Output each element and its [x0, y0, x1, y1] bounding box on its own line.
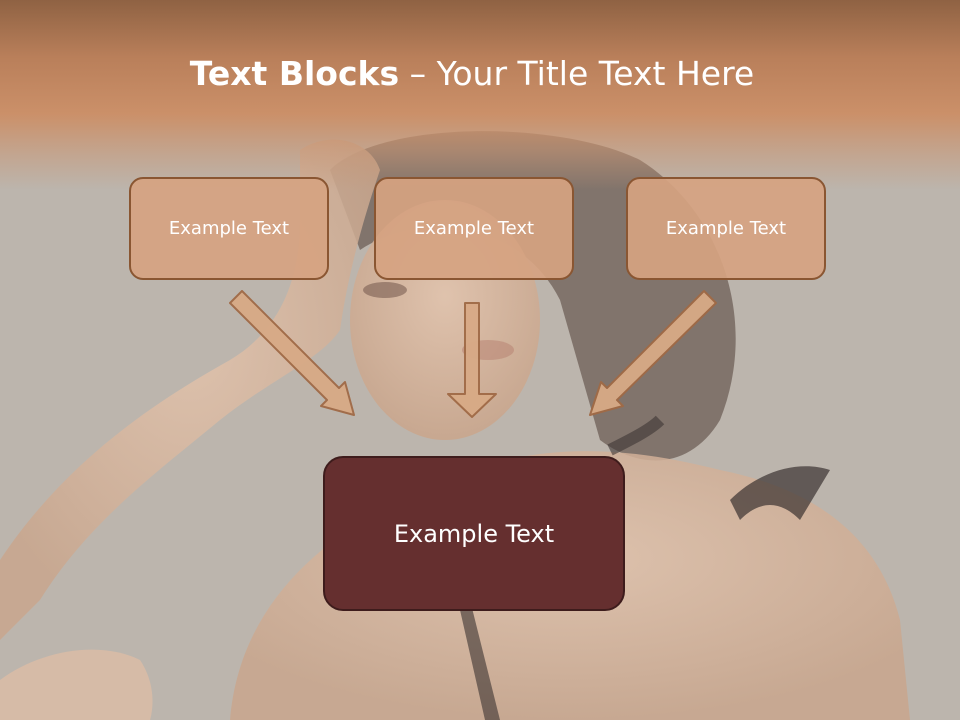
- text-block-2-label: Example Text: [413, 218, 535, 239]
- main-text-block[interactable]: Example Text: [323, 456, 625, 611]
- text-block-2[interactable]: Example Text: [374, 177, 574, 280]
- header-band: [0, 0, 960, 190]
- text-block-1[interactable]: Example Text: [129, 177, 329, 280]
- text-block-3-label: Example Text: [665, 218, 787, 239]
- slide-title: Text Blocks – Your Title Text Here: [0, 54, 944, 93]
- main-text-block-label: Example Text: [393, 519, 555, 548]
- text-block-1-label: Example Text: [168, 218, 290, 239]
- title-rest: – Your Title Text Here: [399, 54, 755, 93]
- text-block-3[interactable]: Example Text: [626, 177, 826, 280]
- title-bold: Text Blocks: [189, 54, 400, 93]
